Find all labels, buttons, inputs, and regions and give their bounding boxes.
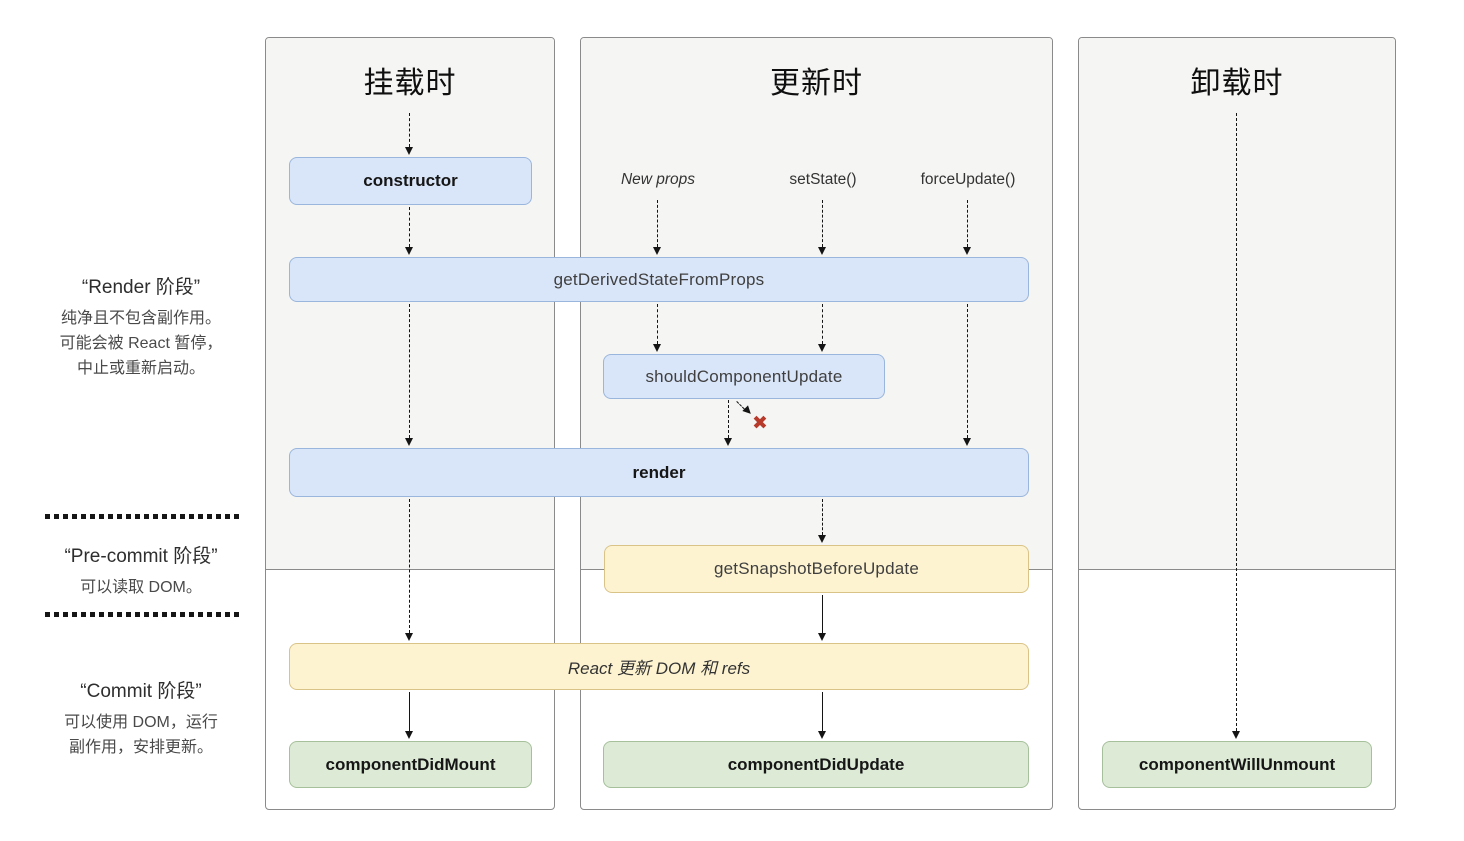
render-box[interactable]: render <box>289 448 1029 497</box>
arrowhead-icon <box>405 438 413 446</box>
arrowhead-icon <box>963 247 971 255</box>
arrow-line <box>409 499 410 633</box>
react-updates-dom-box: React 更新 DOM 和 refs <box>289 643 1029 690</box>
component-will-unmount-box[interactable]: componentWillUnmount <box>1102 741 1372 788</box>
constructor-box[interactable]: constructor <box>289 157 532 205</box>
get-derived-state-from-props-box[interactable]: getDerivedStateFromProps <box>289 257 1029 302</box>
arrowhead-icon <box>1232 731 1240 739</box>
commit-phase-label: “Commit 阶段” 可以使用 DOM，运行 副作用，安排更新。 <box>33 676 249 760</box>
arrowhead-icon <box>818 247 826 255</box>
arrowhead-icon <box>818 633 826 641</box>
arrow-line <box>409 692 410 731</box>
arrowhead-icon <box>405 247 413 255</box>
updating-column: 更新时 <box>580 37 1053 810</box>
render-phase-label: “Render 阶段” 纯净且不包含副作用。 可能会被 React 暂停， 中止… <box>33 272 249 381</box>
render-phase-desc-line: 中止或重新启动。 <box>76 360 205 377</box>
set-state-trigger-label: setState() <box>789 171 857 188</box>
new-props-trigger-label: New props <box>620 171 696 188</box>
commit-phase-desc-line: 副作用，安排更新。 <box>68 739 213 756</box>
unmounting-column-title: 卸载时 <box>1190 67 1284 100</box>
arrow-line <box>409 207 410 247</box>
arrow-line <box>822 304 823 344</box>
commit-phase-desc-line: 可以使用 DOM，运行 <box>64 714 218 731</box>
arrowhead-icon <box>963 438 971 446</box>
arrowhead-icon <box>405 633 413 641</box>
arrow-line <box>822 692 823 731</box>
get-snapshot-before-update-box[interactable]: getSnapshotBeforeUpdate <box>604 545 1029 593</box>
force-update-trigger-label: forceUpdate() <box>920 171 1016 188</box>
arrowhead-icon <box>653 344 661 352</box>
arrowhead-icon <box>818 344 826 352</box>
render-phase-background <box>1079 38 1395 570</box>
arrow-line <box>728 400 729 438</box>
pre-commit-phase-label: “Pre-commit 阶段” 可以读取 DOM。 <box>33 541 249 600</box>
arrow-line <box>657 200 658 247</box>
arrow-line <box>967 200 968 247</box>
arrowhead-icon <box>818 731 826 739</box>
arrow-line <box>409 113 410 147</box>
arrowhead-icon <box>405 147 413 155</box>
arrow-line <box>657 304 658 344</box>
arrow-line <box>1236 113 1237 731</box>
pre-commit-phase-desc-line: 可以读取 DOM。 <box>80 579 202 596</box>
phase-divider <box>45 612 242 617</box>
render-phase-desc-line: 纯净且不包含副作用。 <box>60 310 221 327</box>
pre-commit-phase-title: “Pre-commit 阶段” <box>64 546 218 567</box>
arrowhead-icon <box>653 247 661 255</box>
arrow-line <box>822 499 823 535</box>
component-did-update-box[interactable]: componentDidUpdate <box>603 741 1029 788</box>
updating-column-title: 更新时 <box>770 67 863 100</box>
arrowhead-icon <box>818 535 826 543</box>
render-phase-title: “Render 阶段” <box>81 277 201 298</box>
arrow-line <box>409 304 410 438</box>
arrowhead-icon <box>724 438 732 446</box>
arrow-line <box>822 595 823 633</box>
unmounting-column: 卸载时 <box>1078 37 1396 810</box>
should-component-update-box[interactable]: shouldComponentUpdate <box>603 354 885 399</box>
commit-phase-title: “Commit 阶段” <box>80 681 202 702</box>
arrow-line <box>967 304 968 438</box>
mounting-column-title: 挂载时 <box>363 67 457 100</box>
arrow-line <box>822 200 823 247</box>
render-phase-desc-line: 可能会被 React 暂停， <box>59 335 223 352</box>
phase-divider <box>45 514 242 519</box>
component-did-mount-box[interactable]: componentDidMount <box>289 741 532 788</box>
arrowhead-icon <box>405 731 413 739</box>
abort-x-icon: ✖ <box>752 413 768 434</box>
